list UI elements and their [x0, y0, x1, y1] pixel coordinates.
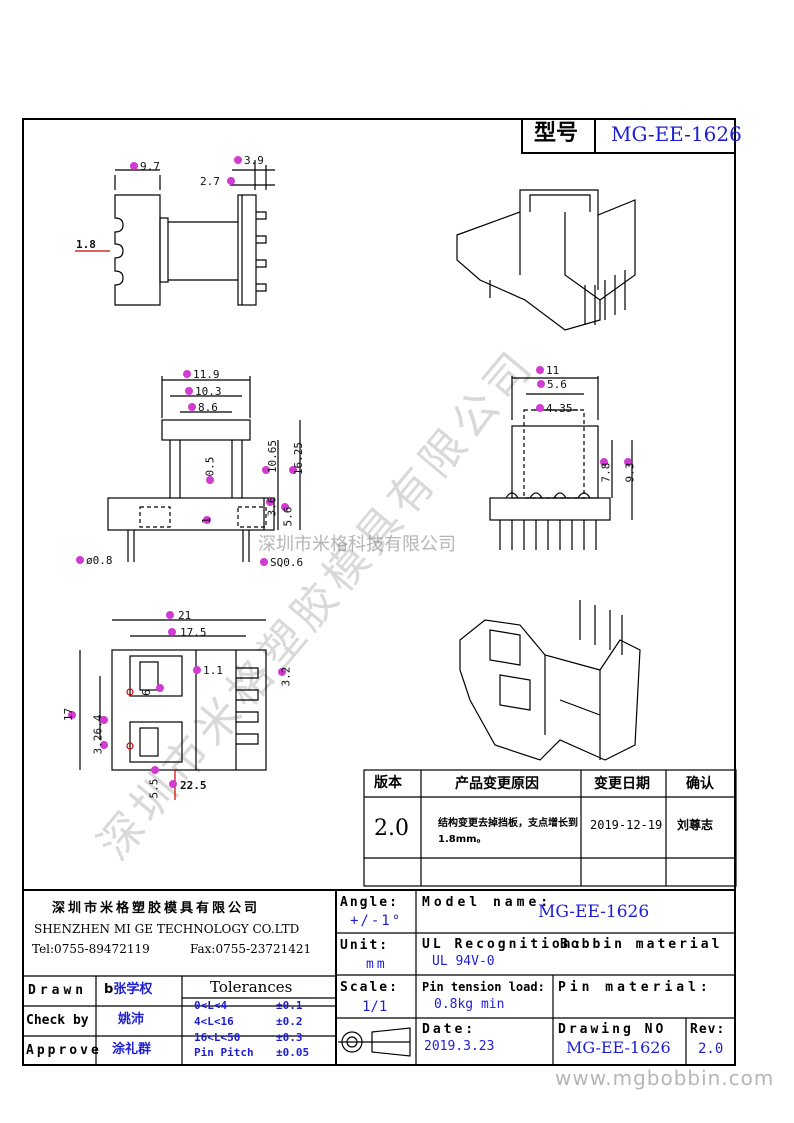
drawn-name-value: 张学权 [113, 982, 153, 997]
dim-front-pin-dia: ø0.8 [86, 554, 113, 567]
company-tel: Tel:0755-89472119 [32, 942, 150, 956]
dim-side-1.8: 1.8 [76, 238, 96, 251]
rev-label: Rev: [690, 1022, 726, 1037]
unit-label: Unit: [340, 938, 390, 953]
rev-value: 2.0 [698, 1041, 724, 1057]
dim-bottom-21: 21 [178, 609, 192, 622]
approve-label: Approve [26, 1043, 102, 1058]
company-fax: Fax:0755-23721421 [190, 942, 312, 956]
rev-header-date: 变更日期 [594, 776, 650, 792]
dim-side-9.7: 9.7 [140, 160, 160, 173]
front-view-body [107, 497, 275, 531]
drawn-label: Drawn [28, 983, 88, 998]
angle-label: Angle: [340, 895, 399, 910]
tol-range-0: 0<L<4 [194, 999, 228, 1012]
date-label: Date: [422, 1022, 477, 1037]
rev-header-version: 版本 [374, 775, 402, 791]
dim-front-16.25: 16.25 [292, 441, 306, 476]
dim-side-2.7: 2.7 [200, 175, 220, 188]
dim-bottom-3.2a: 3.2 [279, 666, 293, 687]
rev-header-reason: 产品变更原因 [455, 776, 539, 792]
tol-value-3: ±0.05 [276, 1046, 310, 1059]
dim-front-1: 1 [199, 517, 213, 524]
pin-tension-value: 0.8kg min [434, 997, 505, 1012]
rev-row-date: 2019-12-19 [590, 818, 663, 832]
dim-end-5.6: 5.6 [547, 378, 567, 391]
dim-end-9.3: 9.3 [623, 462, 637, 483]
dim-bottom-6: 6 [139, 689, 153, 696]
dim-front-10.3: 10.3 [195, 385, 222, 398]
scale-value: 1/1 [362, 999, 388, 1015]
drawn-name: b张学权 [104, 983, 152, 996]
dim-end-11: 11 [546, 364, 560, 377]
rev-row-confirm: 刘尊志 [677, 818, 714, 832]
tol-range-1: 4<L<16 [194, 1015, 234, 1028]
dim-front-3.6: 3.6 [265, 496, 279, 517]
dim-bottom-6.4: 6.4 [91, 714, 105, 735]
bobbin-material-label: Bobbin material [560, 937, 723, 952]
dim-end-7.8: 7.8 [599, 462, 613, 483]
end-view-core [511, 425, 599, 499]
model-name-value: MG-EE-1626 [538, 902, 650, 922]
model-value: MG-EE-1626 [611, 122, 742, 146]
unit-value: mm [366, 957, 388, 972]
dim-bottom-3.2b: 3.2 [91, 734, 105, 755]
model-name-label: Model name: [422, 895, 553, 910]
watermark-center: 深圳市米格科技有限公司 [258, 534, 456, 555]
company-name-en: SHENZHEN MI GE TECHNOLOGY CO.LTD [34, 922, 300, 936]
dim-side-3.9: 3.9 [244, 154, 264, 167]
tol-value-0: ±0.1 [276, 999, 303, 1012]
dim-end-4.35: 4.35 [546, 402, 573, 415]
dim-front-10.65: 10.65 [266, 439, 280, 474]
scale-label: Scale: [340, 980, 399, 995]
check-name: 姚沛 [118, 1012, 145, 1027]
angle-value: +/-1° [350, 913, 403, 929]
model-title-box [521, 118, 736, 154]
dim-front-sq0.6: SQ0.6 [270, 556, 304, 569]
tol-value-2: ±0.3 [276, 1031, 303, 1044]
dim-front-5.6: 5.6 [281, 506, 295, 527]
tol-range-3: Pin Pitch [194, 1046, 254, 1059]
pin-material-label: Pin material: [558, 980, 712, 995]
drawing-no-label: Drawing NO [558, 1022, 667, 1037]
rev-header-confirm: 确认 [686, 776, 714, 792]
dim-bottom-22.5: 22.5 [180, 779, 207, 792]
dim-front-11.9: 11.9 [193, 368, 220, 381]
company-name-cn: 深圳市米格塑胶模具有限公司 [52, 901, 261, 916]
dia-symbol: ø [86, 554, 93, 567]
watermark-url: www.mgbobbin.com [555, 1066, 775, 1090]
dim-bottom-17: 17 [62, 707, 76, 722]
rev-row-version: 2.0 [374, 816, 409, 841]
check-label: Check by [26, 1013, 89, 1028]
dim-front-0.5: 0.5 [203, 456, 217, 477]
date-value: 2019.3.23 [424, 1039, 495, 1054]
rev-row-reason-1: 结构变更去掉挡板，支点增长到 [438, 818, 578, 829]
ul-value: UL 94V-0 [432, 954, 495, 969]
drawing-frame [22, 118, 736, 1066]
drawn-name-prefix: b [104, 982, 114, 997]
approve-name: 涂礼群 [112, 1042, 152, 1057]
ul-label: UL Recognition: [422, 937, 585, 952]
tol-value-1: ±0.2 [276, 1015, 303, 1028]
dim-bottom-5.5: 5.5 [147, 778, 161, 799]
tolerances-title: Tolerances [210, 978, 293, 996]
pin-tension-label: Pin tension load: [422, 980, 545, 994]
side-view-outline [114, 194, 161, 306]
bottom-view-body [111, 649, 267, 771]
dim-front-8.6: 8.6 [198, 401, 218, 414]
iso-top-view [456, 189, 636, 331]
tol-range-2: 16<L<50 [194, 1031, 241, 1044]
model-label: 型号 [534, 121, 579, 146]
iso-bottom-view [459, 619, 641, 761]
rev-row-reason-2: 1.8mm。 [438, 834, 487, 845]
drawing-no-value: MG-EE-1626 [566, 1038, 671, 1057]
dim-bottom-1.1: 1.1 [203, 664, 223, 677]
dim-bottom-17.5: 17.5 [180, 626, 207, 639]
dim-front-0.8: 0.8 [92, 554, 113, 567]
